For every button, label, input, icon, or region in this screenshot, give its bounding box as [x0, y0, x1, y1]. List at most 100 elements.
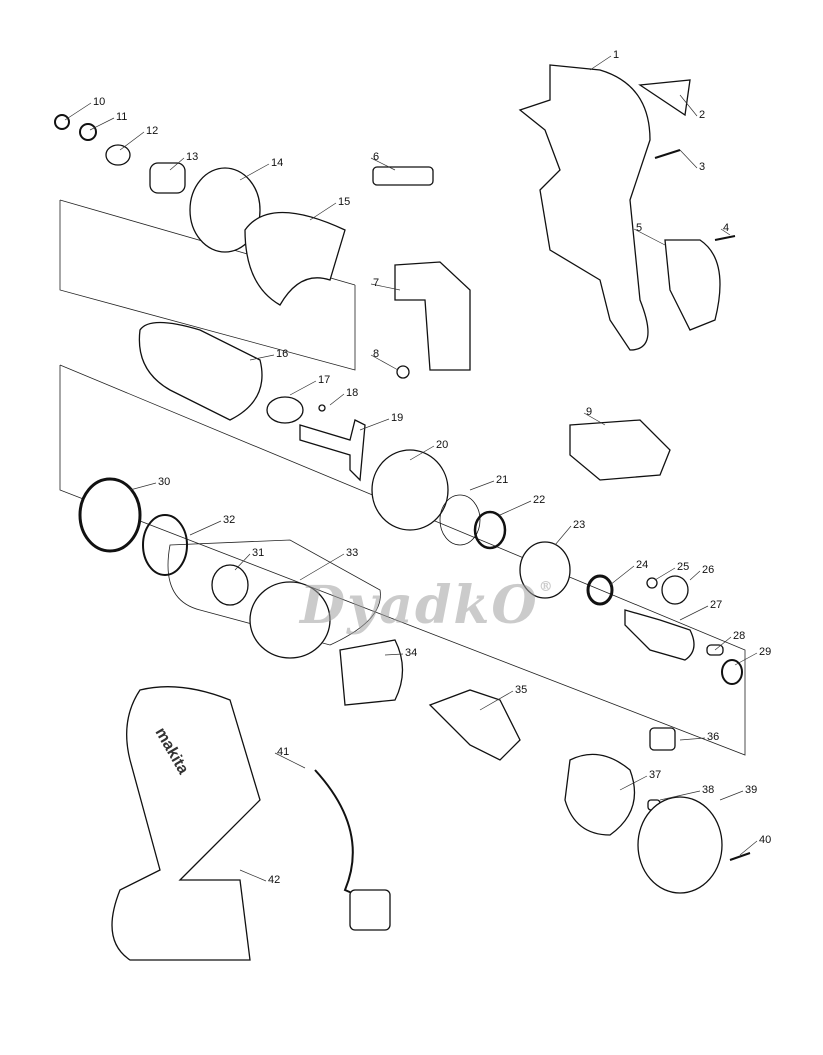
- leader-line-1: [589, 55, 612, 71]
- part-number-label: 35: [515, 684, 528, 696]
- part-number-label: 14: [271, 157, 284, 169]
- leader-line-10: [64, 102, 92, 121]
- ball-18: [318, 404, 326, 412]
- leader-line-19: [359, 418, 390, 431]
- washer-29: [721, 659, 743, 685]
- part-number-label: 12: [146, 125, 159, 137]
- leader-line-9: [583, 412, 606, 426]
- nameplate: [638, 79, 691, 117]
- part-number-label: 15: [338, 196, 351, 208]
- part-number-label: 40: [759, 834, 772, 846]
- ring-11: [79, 123, 97, 141]
- ring-10: [54, 114, 70, 130]
- part-number-label: 29: [759, 646, 772, 658]
- leader-line-16: [249, 354, 275, 361]
- steel-ball-ring-21: [439, 494, 481, 546]
- ball-bearing-31: [211, 564, 249, 606]
- ball-25: [646, 577, 658, 589]
- screw-40: [729, 852, 751, 861]
- screw-4: [714, 235, 736, 241]
- hammer-20: [371, 449, 449, 531]
- part-number-label: 17: [318, 374, 331, 386]
- leader-line-37: [619, 775, 648, 791]
- leader-line-24: [609, 565, 635, 586]
- leader-line-33: [299, 553, 345, 581]
- part-number-label: 2: [699, 109, 706, 121]
- sleeve-13: [149, 162, 186, 194]
- switch: [394, 261, 471, 371]
- leader-line-20: [409, 445, 435, 461]
- screw-3: [654, 149, 681, 159]
- part-number-label: 41: [277, 746, 290, 758]
- leader-line-27: [679, 605, 709, 621]
- motor-cover-39: [637, 796, 723, 894]
- leader-line-23: [554, 525, 572, 546]
- part-number-label: 37: [649, 769, 662, 781]
- leader-line-6: [370, 157, 396, 171]
- part-number-label: 34: [405, 647, 418, 659]
- leader-line-25: [654, 567, 676, 581]
- part-number-label: 8: [373, 348, 380, 360]
- part-number-label: 25: [677, 561, 690, 573]
- leader-line-26: [689, 570, 701, 581]
- leader-line-2: [679, 94, 698, 117]
- part-number-label: 32: [223, 514, 236, 526]
- leader-line-34: [384, 653, 404, 656]
- part-number-label: 20: [436, 439, 449, 451]
- part-number-label: 10: [93, 96, 106, 108]
- part-number-label: 42: [268, 874, 281, 886]
- housing-half-right: [518, 64, 651, 351]
- part-number-label: 22: [533, 494, 546, 506]
- bumper-14: [189, 167, 261, 253]
- part-number-label: 3: [699, 161, 706, 173]
- leader-line-4: [720, 228, 731, 236]
- switch-lever: [372, 166, 434, 186]
- leader-line-36: [679, 737, 706, 741]
- leader-line-35: [479, 690, 514, 711]
- part-number-label: 11: [116, 111, 128, 123]
- stator-37: [564, 753, 636, 836]
- rotor-35: [428, 689, 521, 761]
- part-number-label: 13: [186, 151, 199, 163]
- leader-line-11: [89, 117, 115, 131]
- leader-line-28: [714, 636, 732, 651]
- internal-gear-33: [249, 581, 331, 659]
- leader-line-14: [239, 163, 270, 181]
- cover-15: [244, 211, 346, 306]
- part-number-label: 26: [702, 564, 715, 576]
- flat-washer-22: [473, 510, 507, 550]
- spring-12: [105, 144, 131, 166]
- part-number-label: 23: [573, 519, 586, 531]
- watermark: DyadkO®: [300, 580, 555, 632]
- part-number-label: 36: [707, 731, 720, 743]
- leader-line-41: [274, 752, 306, 769]
- part-number-label: 33: [346, 547, 359, 559]
- leader-line-38: [659, 790, 701, 801]
- leader-line-29: [734, 652, 758, 666]
- group-outline-gearbox: [59, 364, 746, 756]
- part-number-label: 6: [373, 151, 380, 163]
- part-number-label: 38: [702, 784, 715, 796]
- part-number-label: 4: [723, 222, 730, 234]
- part-number-label: 24: [636, 559, 649, 571]
- part-number-label: 31: [252, 547, 265, 559]
- part-number-label: 9: [586, 406, 593, 418]
- leader-line-40: [739, 840, 758, 856]
- leader-line-42: [239, 869, 267, 882]
- leader-line-8: [370, 354, 399, 371]
- leader-line-18: [329, 393, 345, 406]
- part-number-label: 5: [636, 222, 643, 234]
- hammer-case-16: [138, 321, 263, 421]
- controller: [569, 419, 671, 481]
- terminal-41: [349, 889, 391, 931]
- compression-spring-23: [519, 541, 571, 599]
- housing-half-left: [111, 686, 261, 961]
- spindle-27: [624, 609, 695, 661]
- leader-line-15: [309, 202, 337, 221]
- part-number-label: 21: [496, 474, 509, 486]
- part-number-label: 18: [346, 387, 359, 399]
- leader-line-5: [633, 228, 666, 246]
- leader-line-3: [679, 149, 698, 169]
